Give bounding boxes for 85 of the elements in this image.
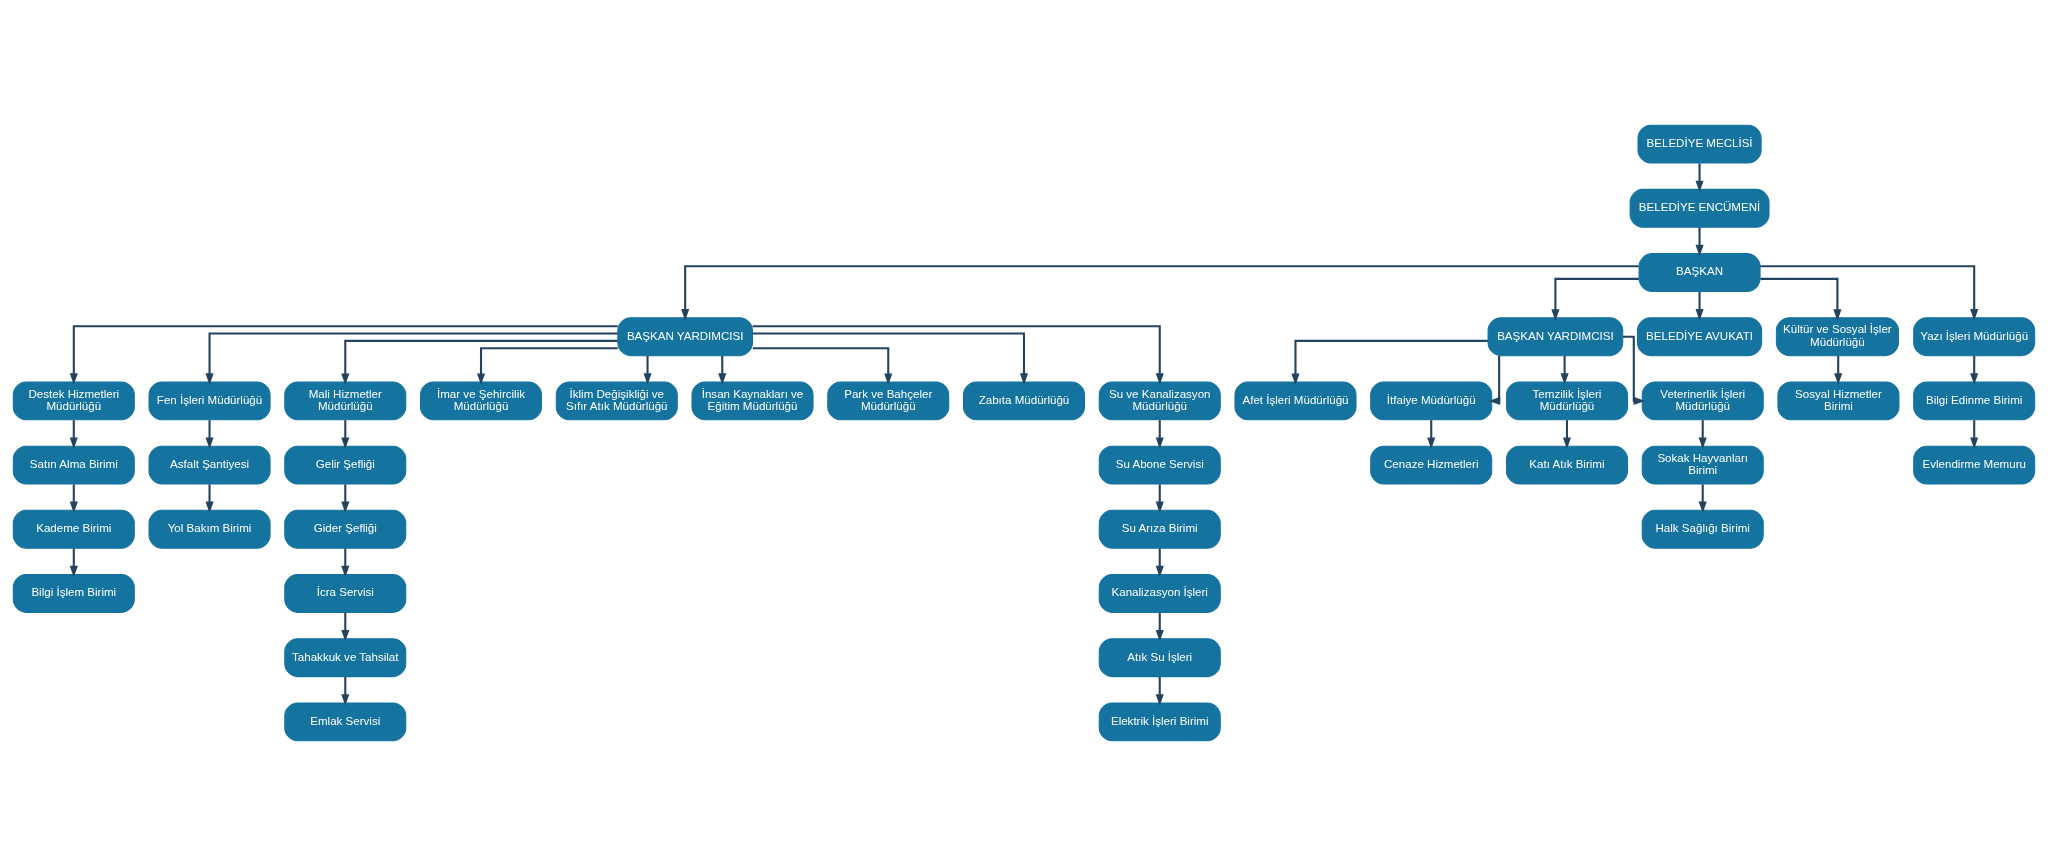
arrow: [681, 265, 1639, 321]
arrow: [1698, 420, 1707, 450]
arrow: [341, 548, 350, 578]
node-box: Su Abone Servisi: [1098, 445, 1221, 485]
arrow: [1551, 277, 1639, 321]
node-box: Emlak Servisi: [284, 702, 407, 742]
node-box: İcra Servisi: [284, 574, 407, 613]
arrow: [1291, 339, 1488, 386]
node-box: Katı Atık Birimi: [1505, 445, 1628, 485]
arrow: [752, 347, 893, 386]
node-box: Evlendirme Memuru: [1913, 445, 2036, 485]
arrow: [69, 484, 78, 514]
arrow: [205, 484, 214, 514]
arrow: [718, 355, 727, 385]
arrow: [752, 332, 1029, 385]
node-box: Gelir Şefliği: [284, 445, 407, 485]
node-box: Zabıta Müdürlüğü: [962, 381, 1086, 421]
arrow: [1834, 355, 1843, 385]
arrow: [205, 332, 618, 385]
node-box: Satın Alma Birimi: [12, 445, 135, 485]
arrow: [1155, 420, 1164, 450]
node-box: Yazı İşleri Müdürlüğü: [1913, 317, 2036, 357]
node-box: Asfalt Şantiyesi: [148, 445, 271, 485]
node-box: BELEDİYE ENCÜMENİ: [1629, 188, 1770, 228]
arrow: [1155, 676, 1164, 706]
arrow: [1155, 548, 1164, 578]
node-box: BELEDİYE AVUKATI: [1636, 317, 1763, 357]
arrow: [341, 612, 350, 642]
arrow: [341, 676, 350, 706]
node-box: Elektrik İşleri Birimi: [1098, 702, 1221, 742]
arrow: [1698, 484, 1707, 514]
node-box: Afet İşleri Müdürlüğü: [1234, 381, 1357, 421]
arrow: [1695, 291, 1704, 321]
node-box: Temzilik İşleri Müdürlüğü: [1505, 381, 1628, 421]
arrow: [1560, 355, 1569, 385]
node-box: Bilgi İşlem Birimi: [12, 574, 135, 613]
arrow: [476, 347, 618, 386]
arrow: [1427, 420, 1436, 450]
node-box: Yol Bakım Birimi: [148, 509, 271, 549]
node-box: Kültür ve Sosyal İşler Müdürlüğü: [1775, 317, 1899, 357]
arrow: [1760, 277, 1842, 321]
node-box: BAŞKAN: [1638, 253, 1761, 292]
node-box: Su ve Kanalizasyon Müdürlüğü: [1098, 381, 1221, 421]
node-box: Kademe Birimi: [12, 509, 135, 549]
arrow: [205, 420, 214, 450]
arrow: [1155, 612, 1164, 642]
node-box: BAŞKAN YARDIMCISI: [617, 317, 754, 357]
node-box: Mali Hizmetler Müdürlüğü: [284, 381, 407, 421]
node-box: Kanalizasyon İşleri: [1098, 574, 1221, 613]
node-box: Sosyal Hizmetler Birimi: [1777, 381, 1900, 421]
node-box: Su Arıza Birimi: [1098, 509, 1221, 549]
arrow: [1970, 355, 1979, 385]
arrow: [69, 548, 78, 578]
arrow: [1760, 265, 1979, 321]
node-box: BAŞKAN YARDIMCISI: [1487, 317, 1624, 357]
node-box: Halk Sağlığı Birimi: [1641, 509, 1764, 549]
node-box: Atık Su İşleri: [1098, 638, 1221, 678]
arrow: [1970, 420, 1979, 450]
arrow: [341, 339, 618, 386]
arrow: [1695, 227, 1704, 257]
node-box: Sokak Hayvanları Birimi: [1641, 445, 1764, 485]
node-box: Tahakkuk ve Tahsilat: [284, 638, 407, 678]
node-box: Destek Hizmetleri Müdürlüğü: [12, 381, 135, 421]
arrow: [1562, 420, 1572, 450]
arrow: [752, 325, 1164, 385]
node-box: Park ve Bahçeler Müdürlüğü: [827, 381, 950, 421]
arrow: [1695, 163, 1704, 193]
node-box: İtfaiye Müdürlüğü: [1370, 381, 1493, 421]
node-box: Cenaze Hizmetleri: [1370, 445, 1493, 485]
node-box: BELEDİYE MECLİSİ: [1637, 124, 1762, 164]
arrow: [1488, 355, 1501, 405]
arrow: [341, 420, 350, 450]
node-box: Bilgi Edinme Birimi: [1913, 381, 2036, 421]
arrow: [643, 355, 652, 385]
arrow: [341, 484, 350, 514]
node-box: İnsan Kaynakları ve Eğitim Müdürlüğü: [691, 381, 814, 421]
node-box: Veterinerlik İşleri Müdürlüğü: [1641, 381, 1764, 421]
arrow: [1622, 335, 1646, 405]
node-box: Gider Şefliği: [284, 509, 407, 549]
arrow: [1155, 484, 1164, 514]
arrow: [69, 420, 78, 450]
node-box: Fen İşleri Müdürlüğü: [148, 381, 271, 421]
arrow: [69, 325, 618, 385]
node-box: İmar ve Şehircilik Müdürlüğü: [420, 381, 543, 421]
node-box: İklim Değişikliği ve Sıfır Atık Müdürlüğü: [555, 381, 678, 421]
